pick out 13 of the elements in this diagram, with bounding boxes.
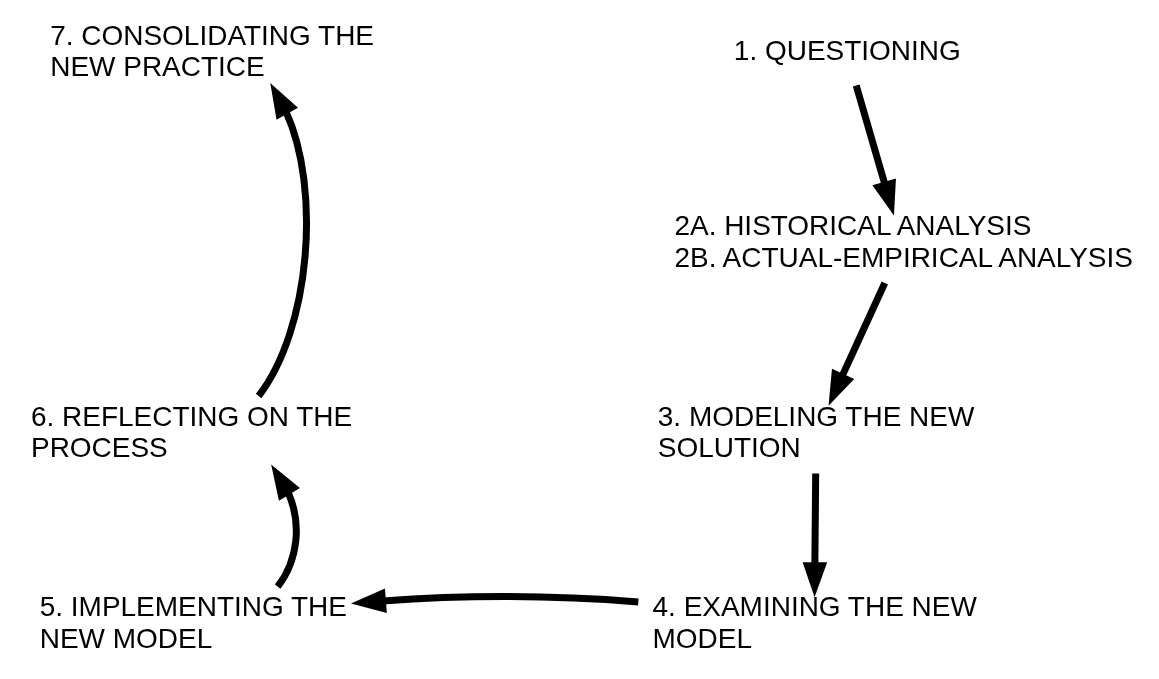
node-text: 7. CONSOLIDATING THE NEW PRACTICE [49,19,374,83]
node-text: 4. EXAMINING THE NEW MODEL [652,591,977,654]
arrow [828,281,888,406]
arrow [852,84,896,216]
arrow [255,83,310,398]
node-text: 6. REFLECTING ON THE PROCESS [30,400,352,464]
node-text: 1. QUESTIONING [733,35,961,67]
arrow [802,473,827,598]
node-text: 2A. HISTORICAL ANALYSIS 2B. ACTUAL-EMPIRICAL ANALYSIS [673,210,1133,273]
node-text: 3. MODELING THE NEW SOLUTION [657,400,974,464]
arrow [350,588,639,613]
node-text: 5. IMPLEMENTING THE NEW MODEL [39,591,347,654]
arrow [270,464,300,589]
